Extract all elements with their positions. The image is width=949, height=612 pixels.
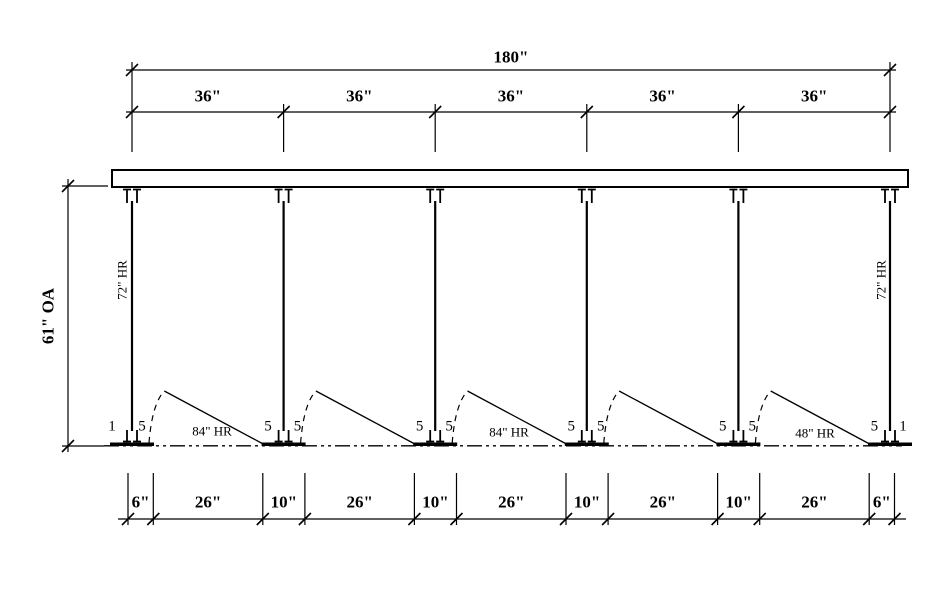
post-2-right-number: 5 bbox=[293, 418, 302, 435]
right-post-hr-label: 72" HR bbox=[873, 260, 889, 300]
dim-overall-height: 61" OA bbox=[38, 287, 58, 345]
dim-bottom-11: 6" bbox=[872, 492, 891, 512]
left-dimension-ticks bbox=[61, 179, 75, 453]
door-panel-lines bbox=[163, 390, 870, 445]
floor-hr-label-2: 84" HR bbox=[489, 424, 529, 440]
bottom-extension-lines bbox=[127, 473, 896, 525]
post-5-left-number: 5 bbox=[719, 418, 727, 435]
top-dimension-lines bbox=[126, 69, 896, 113]
dim-bottom-3: 10" bbox=[270, 492, 298, 512]
bottom-dimension-ticks bbox=[121, 512, 902, 526]
floor-hr-label-1: 84" HR bbox=[192, 423, 232, 439]
dim-bottom-6: 26" bbox=[498, 492, 525, 512]
left-dimension bbox=[62, 179, 108, 452]
top-extension-lines bbox=[131, 62, 891, 152]
top-dimension-ticks bbox=[125, 63, 897, 119]
post-5-right-number: 5 bbox=[748, 418, 757, 435]
dim-overall-width: 180" bbox=[493, 47, 529, 67]
left-post-hr-label: 72" HR bbox=[114, 260, 130, 300]
floor-hr-label-3: 48" HR bbox=[795, 425, 835, 441]
dim-bay-1: 36" bbox=[194, 86, 222, 106]
dim-bottom-4: 26" bbox=[346, 492, 373, 512]
dim-bottom-10: 26" bbox=[801, 492, 828, 512]
post-2-left-number: 5 bbox=[264, 418, 272, 435]
post-1-right-number: 5 bbox=[138, 418, 146, 435]
dim-bay-2: 36" bbox=[346, 86, 373, 106]
post-3-left-number: 5 bbox=[415, 418, 424, 435]
pilaster-posts bbox=[110, 188, 912, 446]
post-4-right-number: 5 bbox=[596, 418, 605, 435]
dim-bottom-7: 10" bbox=[573, 492, 601, 512]
post-3-right-number: 5 bbox=[445, 418, 453, 435]
dim-bay-3: 36" bbox=[497, 86, 525, 106]
dim-bottom-5: 10" bbox=[422, 492, 449, 512]
post-6-left-number: 5 bbox=[870, 418, 879, 435]
post-6-right-number: 1 bbox=[899, 418, 907, 435]
dim-bottom-8: 26" bbox=[649, 492, 677, 512]
dim-bay-5: 36" bbox=[800, 86, 828, 106]
dim-bay-4: 36" bbox=[649, 86, 676, 106]
post-4-left-number: 5 bbox=[567, 418, 575, 435]
dim-bottom-1: 6" bbox=[131, 492, 150, 512]
headrail-bar bbox=[111, 169, 909, 188]
dim-bottom-9: 10" bbox=[725, 492, 752, 512]
post-1-left-number: 1 bbox=[108, 418, 116, 435]
dim-bottom-2: 26" bbox=[194, 492, 222, 512]
door-swing-arcs bbox=[148, 390, 772, 444]
